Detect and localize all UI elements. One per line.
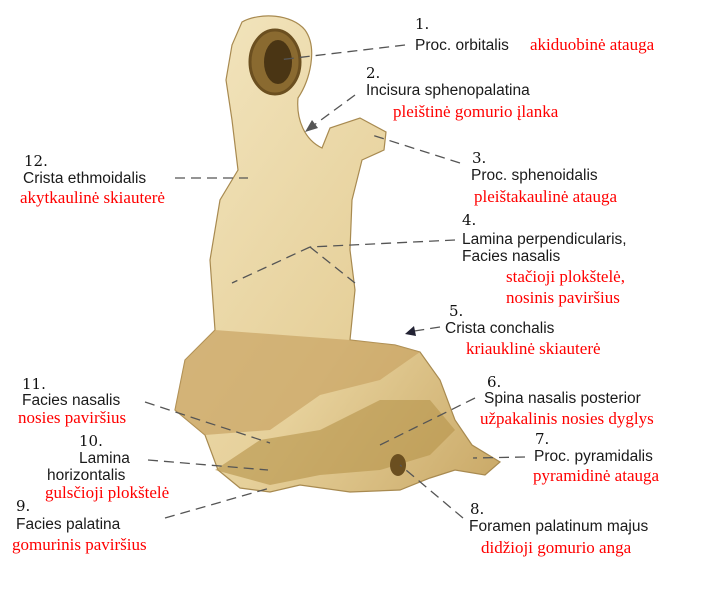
- label-7-latin: Proc. pyramidalis: [534, 448, 653, 465]
- label-4-latin-2: Facies nasalis: [462, 248, 561, 265]
- label-3-lithuanian: pleištakaulinė atauga: [474, 187, 618, 206]
- label-6-lithuanian: užpakalinis nosies dyglys: [480, 409, 654, 428]
- label-6-latin: Spina nasalis posterior: [484, 390, 641, 407]
- label-7-lithuanian: pyramidinė atauga: [533, 466, 660, 485]
- label-1-latin: Proc. orbitalis: [415, 37, 509, 54]
- label-3-number: 3.: [472, 149, 487, 167]
- label-11-latin: Facies nasalis: [22, 392, 121, 409]
- label-10-latin: Lamina: [79, 450, 130, 467]
- label-11-lithuanian: nosies paviršius: [18, 408, 127, 427]
- label-9-latin: Facies palatina: [16, 516, 121, 533]
- label-5-latin: Crista conchalis: [445, 320, 555, 337]
- leader-lines: [144, 44, 526, 519]
- label-1-lithuanian: akiduobinė atauga: [530, 35, 655, 54]
- label-8-latin: Foramen palatinum majus: [469, 518, 649, 535]
- label-3-latin: Proc. sphenoidalis: [471, 167, 598, 184]
- label-1-number: 1.: [415, 15, 430, 33]
- label-4-latin: Lamina perpendicularis,: [462, 231, 627, 248]
- foramen-palatinum-majus: [390, 454, 406, 476]
- label-10-number: 10.: [79, 432, 103, 450]
- arrowhead-icon: [305, 120, 318, 132]
- label-12-number: 12.: [24, 152, 48, 170]
- label-8-number: 8.: [470, 500, 485, 518]
- label-12-lithuanian: akytkaulinė skiauterė: [20, 188, 165, 207]
- label-10-latin-2: horizontalis: [47, 467, 126, 484]
- arrowhead-icon: [405, 326, 416, 336]
- label-2-number: 2.: [366, 64, 381, 82]
- label-5-number: 5.: [449, 302, 464, 320]
- label-12-latin: Crista ethmoidalis: [23, 170, 147, 187]
- label-2-latin: Incisura sphenopalatina: [366, 82, 530, 99]
- label-10-lithuanian: gulsčioji plokštelė: [45, 483, 170, 502]
- label-4-lithuanian: stačioji plokštelė,: [506, 267, 625, 286]
- horizontal-plate-shade: [175, 330, 420, 435]
- label-2-lithuanian: pleištinė gomurio įlanka: [393, 102, 559, 121]
- label-4-lithuanian-2: nosinis paviršius: [506, 288, 620, 307]
- label-9-lithuanian: gomurinis paviršius: [12, 535, 147, 554]
- label-11-number: 11.: [22, 375, 46, 393]
- orbital-cavity: [264, 40, 292, 84]
- label-9-number: 9.: [16, 497, 31, 515]
- label-5-lithuanian: kriauklinė skiauterė: [466, 339, 601, 358]
- label-7-number: 7.: [535, 430, 550, 448]
- label-8-lithuanian: didžioji gomurio anga: [481, 538, 632, 557]
- label-4-number: 4.: [462, 211, 477, 229]
- label-6-number: 6.: [487, 373, 502, 391]
